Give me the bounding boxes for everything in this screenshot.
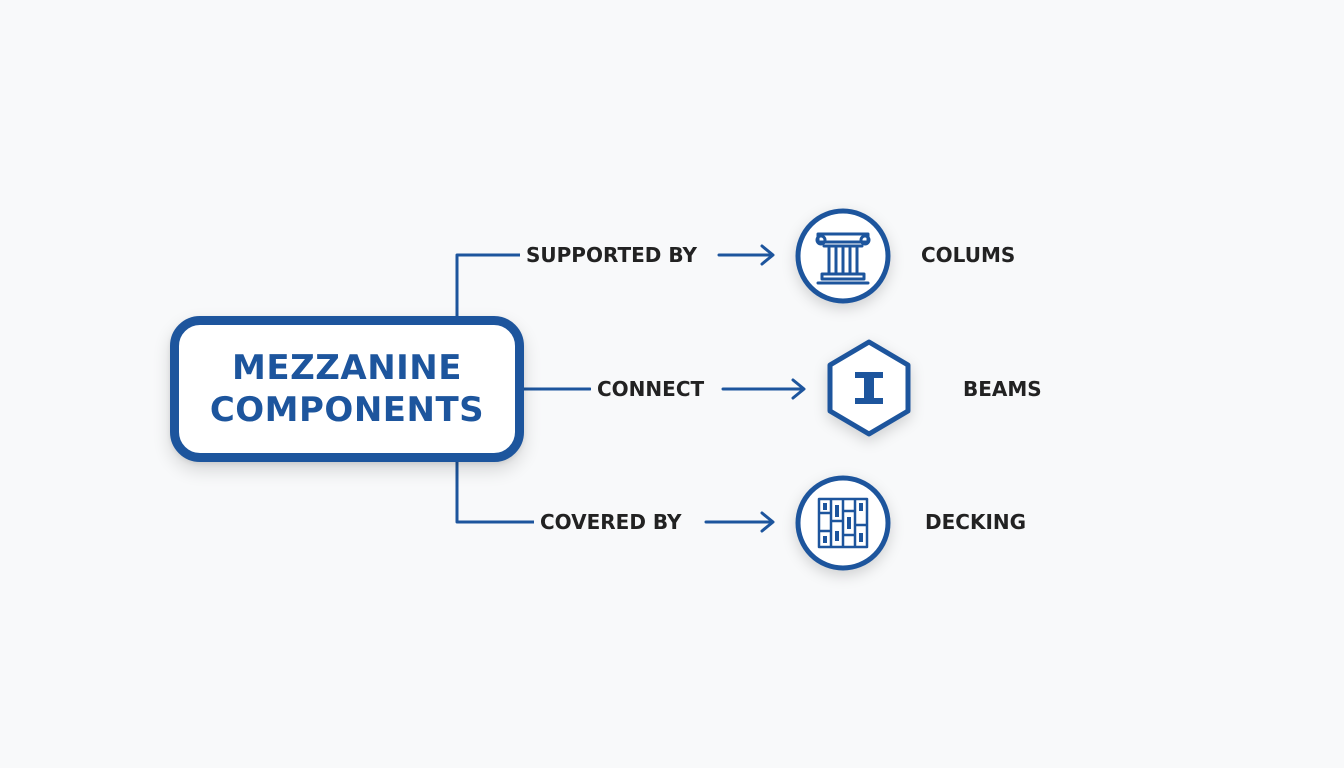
arrow-supported-by: [717, 244, 775, 266]
connector-covered-by: [455, 460, 537, 524]
root-node: MEZZANINE COMPONENTS: [170, 316, 524, 462]
relation-label-supported-by: SUPPORTED BY: [520, 243, 703, 267]
arrow-covered-by: [704, 511, 775, 533]
relation-label-covered-by: COVERED BY: [534, 510, 688, 534]
root-title-line-1: MEZZANINE: [232, 348, 462, 388]
i-beam-icon: [826, 339, 912, 437]
connector-supported-by: [455, 253, 527, 318]
arrow-connect: [721, 378, 806, 400]
node-label-decking: DECKING: [925, 510, 1027, 534]
node-label-beams: BEAMS: [963, 377, 1042, 401]
node-label-colums: COLUMS: [921, 243, 1016, 267]
relation-label-connect: CONNECT: [591, 377, 711, 401]
decking-icon: [795, 475, 891, 571]
root-title-line-2: COMPONENTS: [209, 390, 485, 430]
column-icon: [795, 208, 891, 304]
